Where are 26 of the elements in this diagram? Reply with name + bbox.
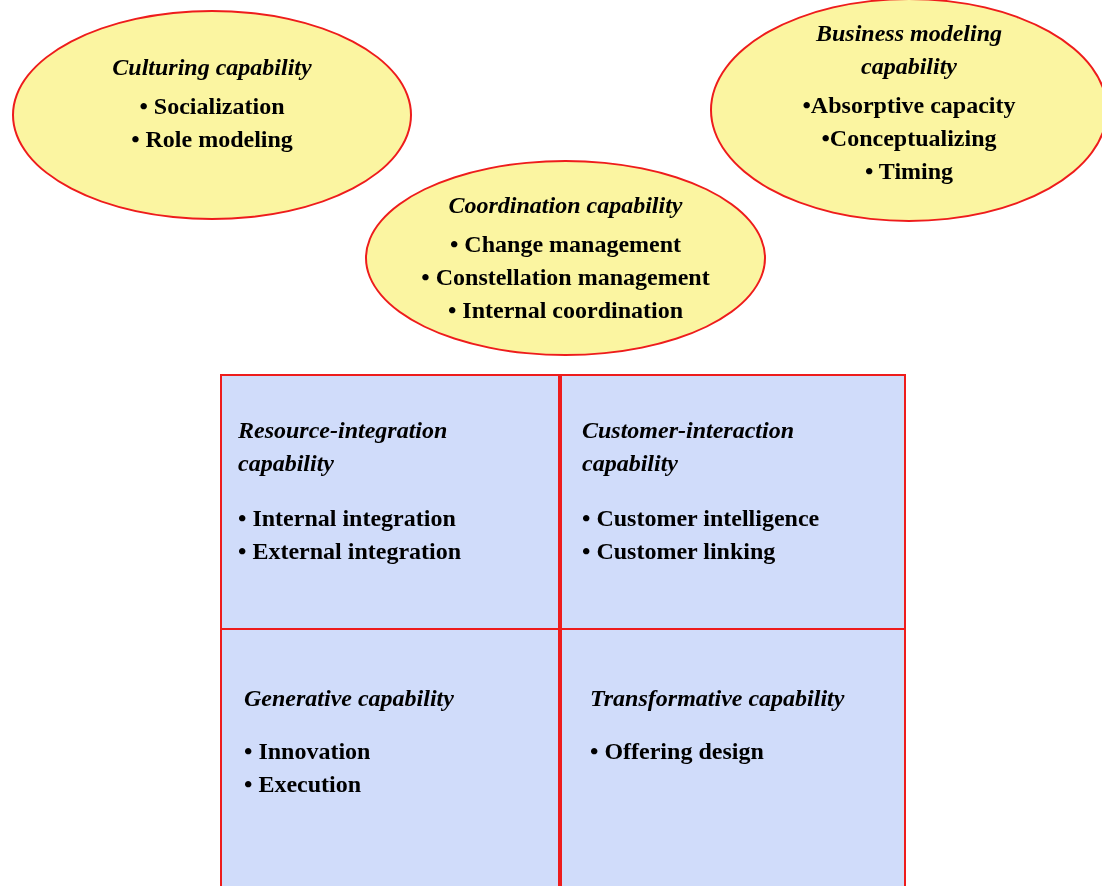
- capability-heading: Culturing capability: [112, 52, 312, 82]
- capability-heading: Coordination capability: [448, 191, 683, 220]
- bullet-item: • Execution: [244, 770, 362, 799]
- bullet-item: • Constellation management: [421, 263, 710, 292]
- bullet-item: • Socialization: [139, 91, 285, 121]
- bullet-item: •Absorptive capacity: [802, 90, 1016, 120]
- capability-panel: [220, 374, 560, 630]
- bullet-item: • Customer intelligence: [582, 504, 820, 533]
- bullet-item: • External integration: [238, 537, 462, 566]
- bullet-item: • Change management: [449, 230, 682, 259]
- capability-panel: [220, 628, 560, 886]
- capability-panel: [560, 374, 906, 630]
- capability-heading: Customer-interaction capability: [582, 416, 796, 478]
- capability-heading: Transformative capability: [590, 684, 845, 713]
- capability-heading: Generative capability: [244, 684, 454, 713]
- bullet-item: • Internal coordination: [447, 296, 684, 325]
- bullet-item: • Role modeling: [131, 124, 293, 154]
- bullet-item: • Offering design: [590, 737, 764, 766]
- capability-heading: Resource-integration capability: [238, 416, 449, 478]
- bullet-item: • Timing: [864, 156, 954, 186]
- bullet-item: •Conceptualizing: [821, 123, 997, 153]
- capability-panel: [560, 628, 906, 886]
- bullet-item: • Internal integration: [238, 504, 456, 533]
- bullet-item: • Customer linking: [582, 537, 776, 566]
- capability-heading: Business modeling capability: [814, 18, 1003, 81]
- bullet-item: • Innovation: [244, 737, 371, 766]
